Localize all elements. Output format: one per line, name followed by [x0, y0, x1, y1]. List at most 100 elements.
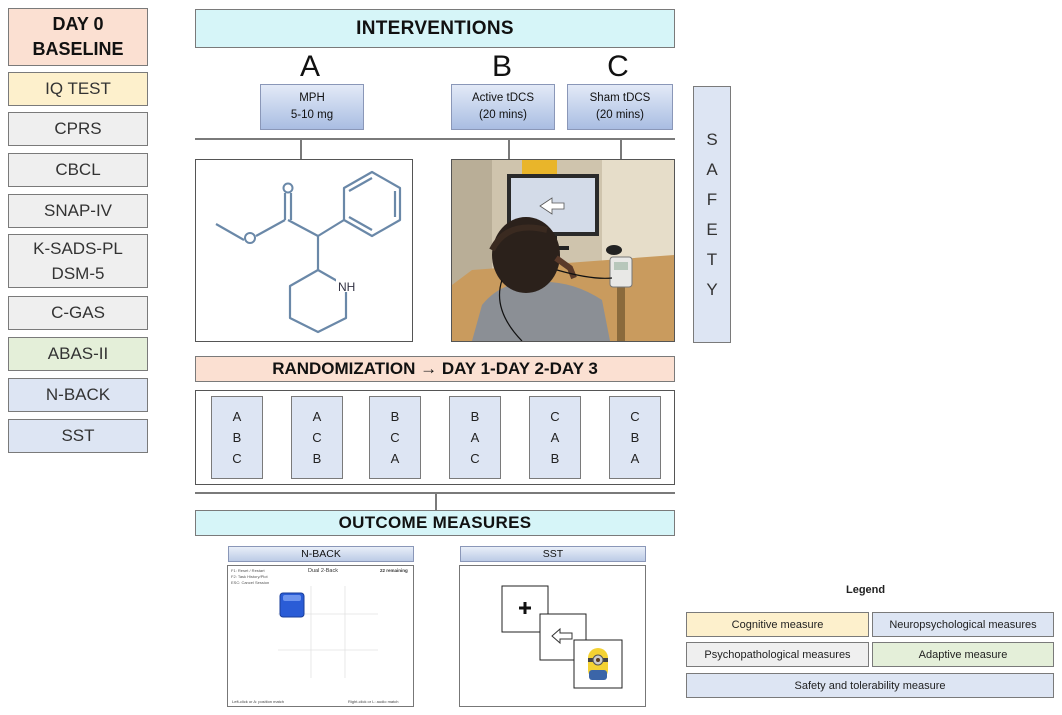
measure-label: SNAP-IV [43, 201, 113, 220]
legend-neuropsychological: Neuropsychological measures [872, 612, 1054, 637]
sequence-step: A [390, 451, 400, 466]
nback-bottom-left: Left-click or A: position match [232, 699, 285, 704]
measure-label: CPRS [54, 119, 102, 138]
intervention-letter-b: B [491, 50, 512, 83]
sst-screen [459, 565, 646, 707]
safety-letter: T [706, 249, 718, 269]
interventions-title: INTERVENTIONS [195, 9, 675, 48]
divider-line [195, 492, 675, 494]
legend-title: Legend [846, 584, 886, 596]
safety-box: S A F E T Y [693, 86, 731, 343]
sequence-step: A [312, 409, 322, 424]
sequence-step: C [390, 430, 400, 445]
nback-panel-title: N-BACK [228, 546, 414, 562]
measure-sst: SST [8, 419, 148, 453]
sequence-step: B [232, 430, 242, 445]
sequence-step: C [312, 430, 322, 445]
baseline-day: DAY 0 [52, 14, 104, 34]
intervention-mph: MPH 5-10 mg [260, 84, 364, 130]
sequence-step: A [630, 451, 640, 466]
sequence-step: B [390, 409, 400, 424]
nback-info: F1: Reset / Restart F2: Task History/Plo… [231, 568, 269, 586]
sst-label: SST [542, 548, 564, 560]
measure-ksads-dsm5: K-SADS-PL DSM-5 [8, 234, 148, 288]
sequence-step: A [550, 430, 560, 445]
legend-adaptive: Adaptive measure [872, 642, 1054, 667]
nback-screen-title: Dual 2-Back [308, 568, 338, 574]
nback-grid [278, 586, 378, 678]
sequence-panel [195, 390, 675, 485]
sequence-step: B [630, 430, 640, 445]
intervention-name: MPH [299, 92, 325, 104]
nback-info-line: ESC: Cancel Session [231, 580, 270, 585]
safety-letter: Y [706, 279, 718, 299]
connector-line [508, 139, 510, 159]
nback-screen: F1: Reset / Restart F2: Task History/Plo… [227, 565, 414, 707]
nback-info-line: F2: Task History/Plot [231, 574, 268, 579]
measure-label: C-GAS [51, 303, 105, 322]
sequence-step: C [630, 409, 640, 424]
legend-cognitive: Cognitive measure [686, 612, 869, 637]
baseline-label: BASELINE [32, 39, 124, 59]
sequence-step: B [470, 409, 480, 424]
sequence-abc: A B C [211, 396, 263, 479]
intervention-dose: (20 mins) [596, 109, 644, 121]
sequence-acb: A C B [291, 396, 343, 479]
sequence-step: A [232, 409, 242, 424]
connector-line [300, 139, 302, 159]
legend-label: Psychopathological measures [704, 648, 851, 661]
nback-label: N-BACK [301, 548, 341, 560]
legend-psychopathological: Psychopathological measures [686, 642, 869, 667]
measure-cprs: CPRS [8, 112, 148, 146]
sequence-cab: C A B [529, 396, 581, 479]
sequence-bac: B A C [449, 396, 501, 479]
nback-remaining: 22 remaining [380, 568, 408, 573]
baseline-header: DAY 0 BASELINE [8, 8, 148, 66]
connector-line [620, 139, 622, 159]
randomization-title: RANDOMIZATION → DAY 1-DAY 2-DAY 3 [195, 356, 675, 382]
randomization-title-text: RANDOMIZATION → DAY 1-DAY 2-DAY 3 [272, 359, 598, 378]
tdcs-photo-panel [451, 159, 675, 342]
measure-cbcl: CBCL [8, 153, 148, 187]
safety-letter: F [706, 189, 718, 209]
connector-line [435, 493, 437, 510]
measure-abas-ii: ABAS-II [8, 337, 148, 371]
legend-label: Safety and tolerability measure [794, 679, 946, 692]
measure-c-gas: C-GAS [8, 296, 148, 330]
legend-label: Adaptive measure [918, 648, 1008, 661]
nback-bottom-right: Right-click or L: audio match [348, 699, 399, 704]
measure-label: CBCL [55, 160, 101, 179]
legend-safety: Safety and tolerability measure [686, 673, 1054, 698]
methylphenidate-structure-icon: NH [215, 170, 402, 334]
sequence-step: C [550, 409, 560, 424]
sequence-step: A [470, 430, 480, 445]
sst-trial-sequence [501, 585, 623, 689]
intervention-letter-a: A [299, 50, 320, 83]
measure-label: ABAS-II [47, 344, 109, 363]
sequence-step: C [470, 451, 480, 466]
measure-label: K-SADS-PL [33, 239, 123, 258]
intervention-sham-tdcs: Sham tDCS (20 mins) [567, 84, 673, 130]
safety-letter: S [706, 129, 718, 149]
sequence-cba: C B A [609, 396, 661, 479]
safety-letter: E [706, 219, 718, 239]
intervention-dose: (20 mins) [479, 109, 527, 121]
measure-snap-iv: SNAP-IV [8, 194, 148, 228]
sequence-step: B [312, 451, 322, 466]
intervention-active-tdcs: Active tDCS (20 mins) [451, 84, 555, 130]
measure-iq-test: IQ TEST [8, 72, 148, 106]
intervention-name: Sham tDCS [589, 92, 651, 104]
measure-label: IQ TEST [45, 79, 111, 98]
intervention-dose: 5-10 mg [290, 109, 334, 121]
intervention-letter-c: C [607, 50, 629, 83]
measure-label: DSM-5 [51, 264, 105, 283]
tdcs-session-photo [452, 160, 674, 341]
legend-label: Neuropsychological measures [889, 618, 1037, 631]
outcome-title: OUTCOME MEASURES [195, 510, 675, 536]
safety-letter: A [706, 159, 718, 179]
mph-molecule-panel: NH [195, 159, 413, 342]
sst-panel-title: SST [460, 546, 646, 562]
interventions-title-text: INTERVENTIONS [356, 17, 514, 39]
sequence-step: B [550, 451, 560, 466]
measure-n-back: N-BACK [8, 378, 148, 412]
